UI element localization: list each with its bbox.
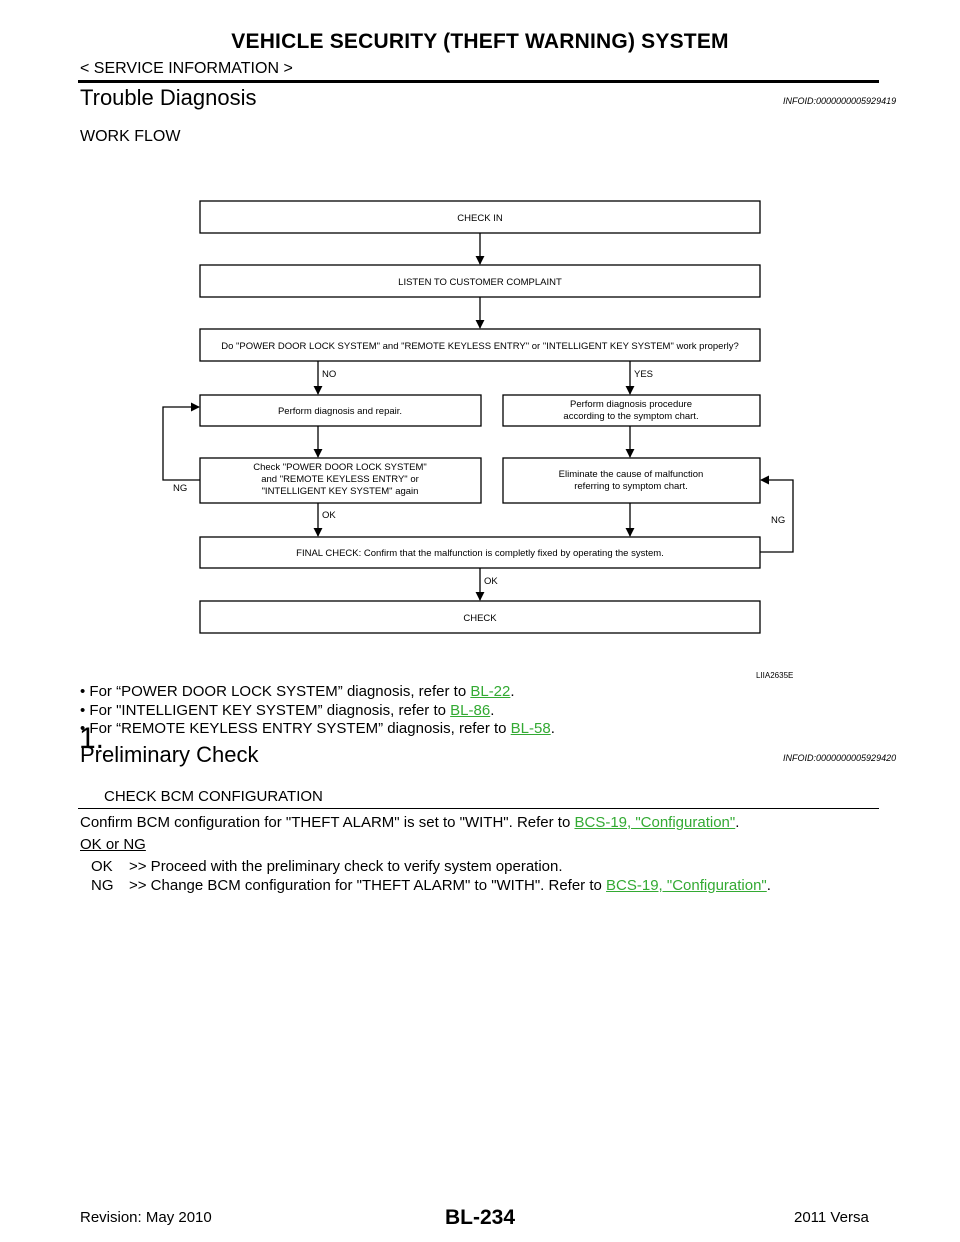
ng-loop-left [162,402,200,481]
box-perform-diag-repair [199,394,482,427]
work-flow-heading: WORK FLOW [80,128,181,145]
header-rule [78,80,879,83]
ok-or-ng-label: OK or NG [80,836,146,853]
box-question [199,328,761,362]
step-title: CHECK BCM CONFIGURATION [104,788,323,805]
label-ng-right: NG [771,515,785,526]
text-check-again-line1: Check "POWER DOOR LOCK SYSTEM" [253,462,427,473]
text-eliminate-line2: referring to symptom chart. [574,481,688,492]
text-perform-diag-repair: Perform diagnosis and repair. [278,406,402,417]
text-procedure-line2: according to the symptom chart. [563,411,698,422]
box-perform-procedure [502,394,761,427]
text-check: CHECK [463,613,497,624]
step-instruction: Confirm BCM configuration for "THEFT ALA… [80,814,740,831]
text-check-again-line3: "INTELLIGENT KEY SYSTEM" again [262,486,419,497]
section-title-trouble-diagnosis: Trouble Diagnosis [80,85,257,110]
box-listen [199,264,761,298]
link-bcs-19-configuration-ng[interactable]: BCS-19, "Configuration" [606,877,767,894]
label-no: NO [322,369,336,380]
ng-loop-right [760,475,794,553]
box-check-in [199,200,761,234]
label-ng-left: NG [173,483,187,494]
section-title-preliminary-check: Preliminary Check [80,742,259,767]
reference-item: • For "INTELLIGENT KEY SYSTEM” diagnosis… [80,701,495,719]
text-eliminate-line1: Eliminate the cause of malfunction [559,469,704,480]
link-bl-58[interactable]: BL-58 [510,720,551,737]
figure-id: LIIA2635E [756,671,794,680]
label-ok-bottom: OK [484,576,498,587]
label-ok-left: OK [322,510,336,521]
link-bl-22[interactable]: BL-22 [470,683,511,700]
reference-list: • For “POWER DOOR LOCK SYSTEM” diagnosis… [80,683,555,739]
text-listen: LISTEN TO CUSTOMER COMPLAINT [398,277,562,288]
label-yes: YES [634,369,653,380]
box-check [199,600,761,634]
work-flow-chart: CHECK IN LISTEN TO CUSTOMER COMPLAINT Do… [162,200,794,634]
text-procedure-line1: Perform diagnosis procedure [570,399,692,410]
page-number: BL-234 [444,1206,516,1229]
box-eliminate [502,457,761,504]
link-bcs-19-configuration[interactable]: BCS-19, "Configuration" [574,814,736,831]
breadcrumb[interactable]: < SERVICE INFORMATION > [80,60,293,77]
text-question: Do "POWER DOOR LOCK SYSTEM" and "REMOTE … [221,341,739,352]
vehicle-model: 2011 Versa [794,1209,869,1226]
revision-date: Revision: May 2010 [80,1209,212,1226]
document-title: VEHICLE SECURITY (THEFT WARNING) SYSTEM [231,30,729,53]
text-check-again-line2: and "REMOTE KEYLESS ENTRY" or [261,474,419,485]
box-final-check [199,536,761,569]
text-check-in: CHECK IN [457,213,503,224]
result-ng: NG>> Change BCM configuration for "THEFT… [91,877,771,894]
reference-item: • For “REMOTE KEYLESS ENTRY SYSTEM” diag… [80,720,555,737]
step-number: 1. [79,722,105,755]
step-rule [78,808,879,809]
text-final-check: FINAL CHECK: Confirm that the malfunctio… [296,548,664,559]
reference-item: • For “POWER DOOR LOCK SYSTEM” diagnosis… [80,683,515,700]
info-id-trouble-diagnosis: INFOID:0000000005929419 [783,96,897,106]
result-ok: OK>> Proceed with the preliminary check … [91,858,563,875]
info-id-preliminary-check: INFOID:0000000005929420 [783,753,897,763]
link-bl-86[interactable]: BL-86 [450,701,491,719]
